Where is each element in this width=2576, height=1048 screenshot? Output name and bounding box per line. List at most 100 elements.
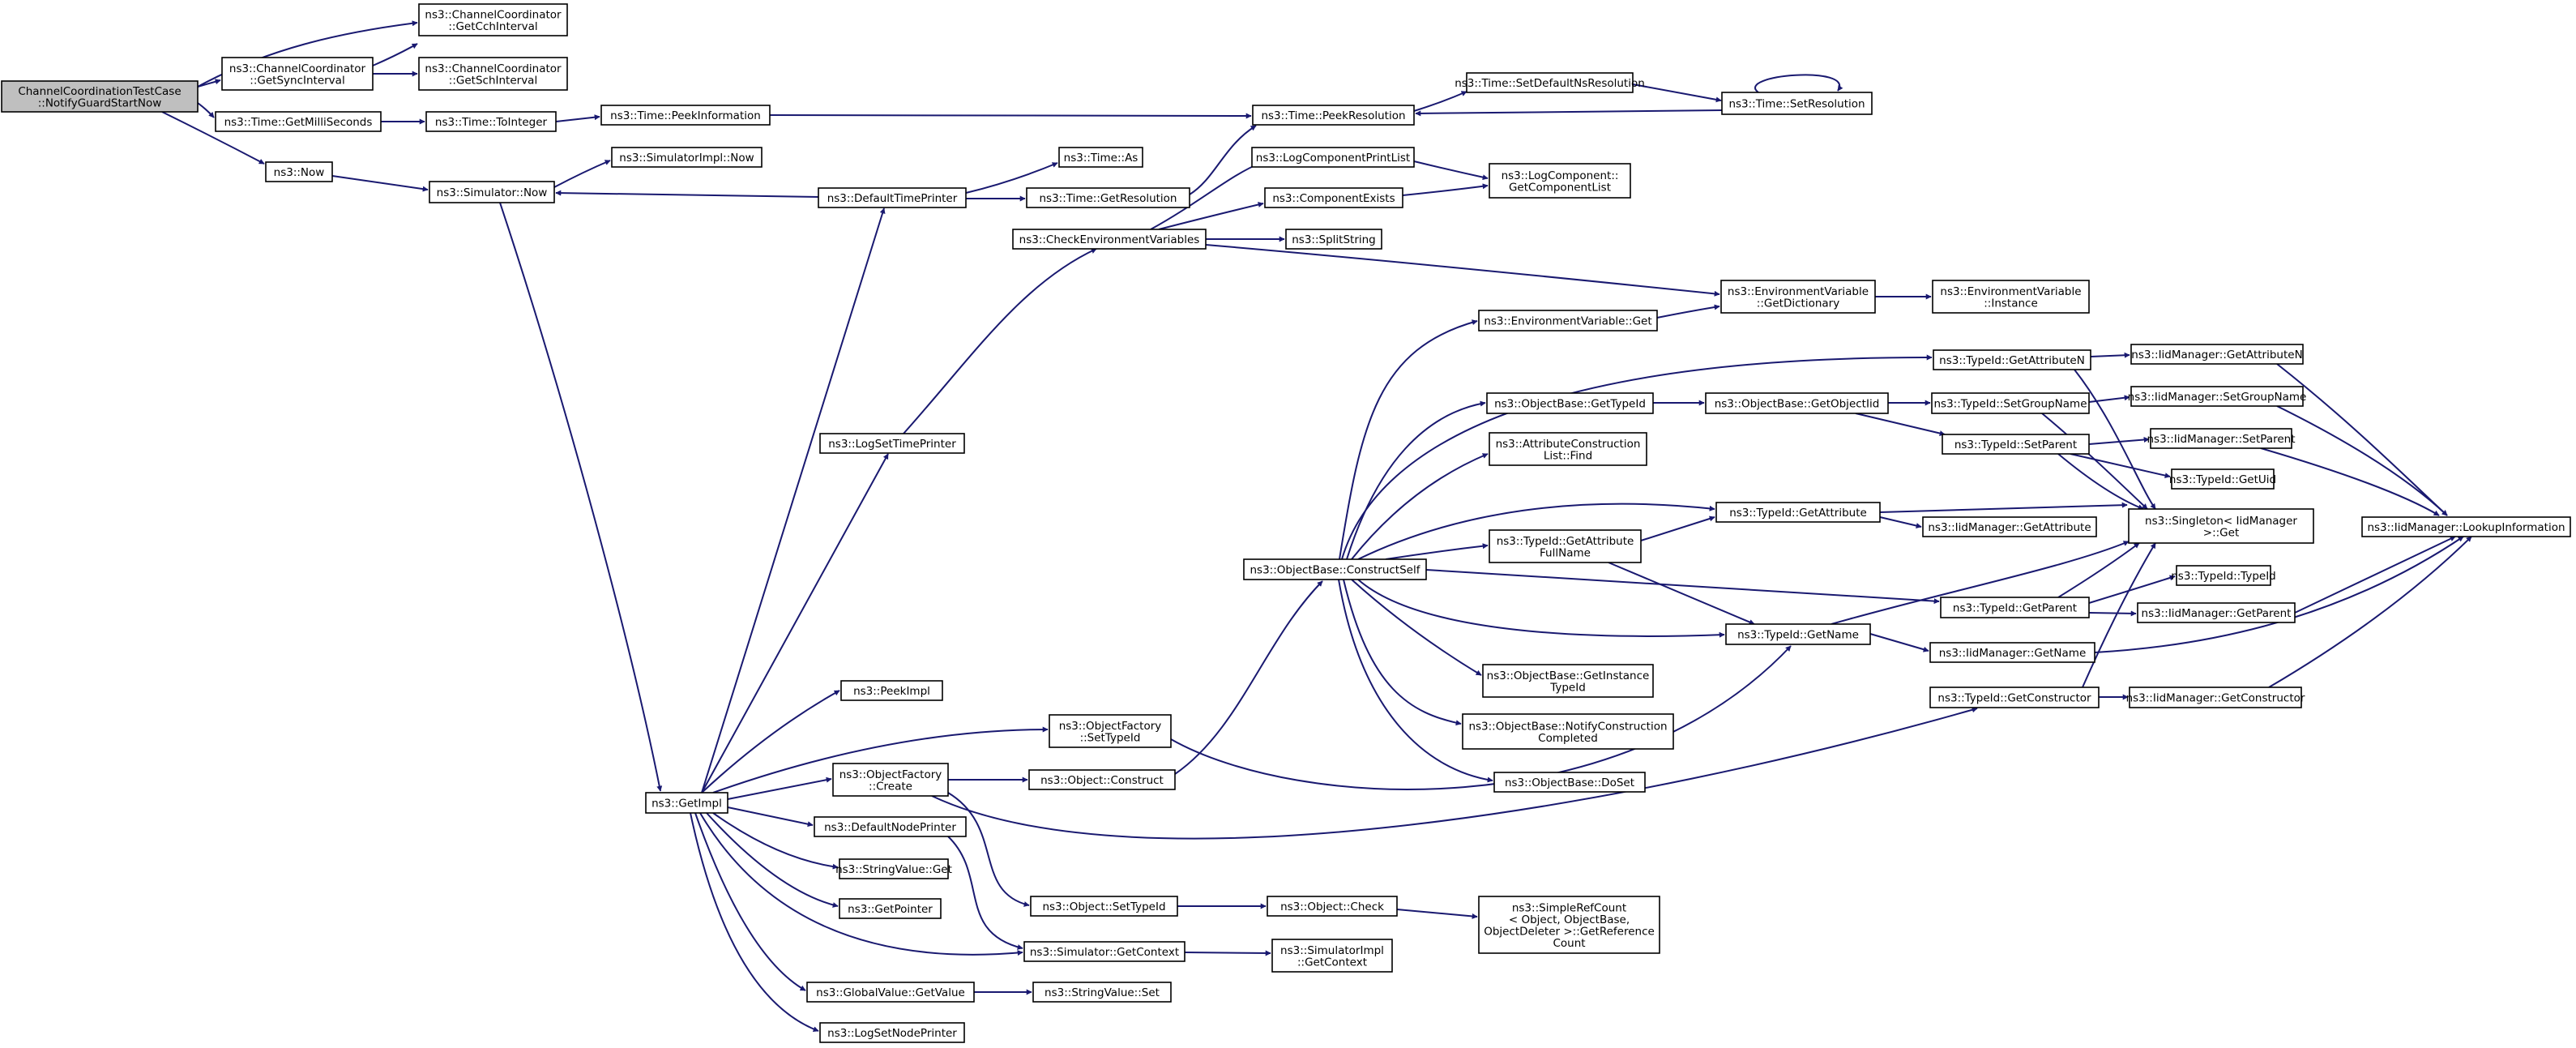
node-gvgetval[interactable]: ns3::GlobalValue::GetValue bbox=[806, 982, 975, 1003]
node-label: ::NotifyGuardStartNow bbox=[38, 96, 162, 109]
node-label: ::GetSyncInterval bbox=[250, 74, 344, 87]
node-tidgetattr[interactable]: ns3::TypeId::GetAttribute bbox=[1715, 502, 1881, 523]
node-getsch[interactable]: ns3::ChannelCoordinator::GetSchInterval bbox=[418, 57, 568, 91]
node-iidsetgroup[interactable]: ns3::IidManager::SetGroupName bbox=[2128, 386, 2307, 407]
node-splitstr[interactable]: ns3::SplitString bbox=[1285, 229, 1382, 250]
node-label: ns3::Time::ToInteger bbox=[435, 116, 548, 129]
node-now[interactable]: ns3::Now bbox=[265, 161, 333, 182]
node-compexists[interactable]: ns3::ComponentExists bbox=[1264, 187, 1403, 208]
node-getcch[interactable]: ns3::ChannelCoordinator::GetCchInterval bbox=[418, 3, 568, 36]
node-lookup[interactable]: ns3::IidManager::LookupInformation bbox=[2361, 516, 2571, 537]
node-svset[interactable]: ns3::StringValue::Set bbox=[1032, 982, 1172, 1003]
node-setdefres[interactable]: ns3::Time::SetDefaultNsResolution bbox=[1455, 72, 1645, 93]
node-singleton[interactable]: ns3::Singleton< IidManager>::Get bbox=[2128, 508, 2314, 544]
node-obgettid[interactable]: ns3::ObjectBase::GetTypeId bbox=[1486, 392, 1654, 414]
node-lcgetlist[interactable]: ns3::LogComponent::GetComponentList bbox=[1489, 163, 1631, 199]
node-obdoset[interactable]: ns3::ObjectBase::DoSet bbox=[1493, 772, 1646, 793]
node-objcheck[interactable]: ns3::Object::Check bbox=[1267, 896, 1398, 917]
node-tidgetparent[interactable]: ns3::TypeId::GetParent bbox=[1940, 597, 2090, 618]
node-box bbox=[1933, 349, 2091, 370]
node-iidgetctor[interactable]: ns3::IidManager::GetConstructor bbox=[2126, 687, 2305, 708]
node-svget[interactable]: ns3::StringValue::Get bbox=[835, 858, 952, 879]
node-label: >::Get bbox=[2203, 526, 2239, 539]
call-edges bbox=[161, 20, 2472, 1033]
node-logsetnp[interactable]: ns3::LogSetNodePrinter bbox=[819, 1022, 965, 1043]
node-label: ns3::LogSetTimePrinter bbox=[828, 438, 956, 451]
node-box bbox=[1012, 229, 1207, 250]
node-peekinfo[interactable]: ns3::Time::PeekInformation bbox=[600, 105, 771, 126]
node-label: ns3::LogSetNodePrinter bbox=[827, 1027, 957, 1040]
node-getimpl[interactable]: ns3::GetImpl bbox=[645, 792, 728, 814]
node-box bbox=[818, 187, 967, 208]
node-tidgetattrn[interactable]: ns3::TypeId::GetAttributeN bbox=[1933, 349, 2091, 370]
call-edge bbox=[903, 248, 1097, 434]
node-tidgetname[interactable]: ns3::TypeId::GetName bbox=[1725, 623, 1871, 645]
node-toint[interactable]: ns3::Time::ToInteger bbox=[425, 111, 557, 132]
node-ofsettid[interactable]: ns3::ObjectFactory::SetTypeId bbox=[1049, 714, 1172, 748]
node-logsettp[interactable]: ns3::LogSetTimePrinter bbox=[819, 433, 965, 454]
node-objconstruct[interactable]: ns3::Object::Construct bbox=[1028, 769, 1176, 790]
node-getpointer[interactable]: ns3::GetPointer bbox=[839, 898, 942, 919]
node-box bbox=[1715, 502, 1881, 523]
node-root[interactable]: ChannelCoordinationTestCase::NotifyGuard… bbox=[1, 80, 199, 113]
node-simimplctx[interactable]: ns3::SimulatorImpl::GetContext bbox=[1271, 939, 1393, 973]
node-label: GetComponentList bbox=[1509, 181, 1611, 194]
node-envinst[interactable]: ns3::EnvironmentVariable::Instance bbox=[1932, 280, 2090, 314]
node-obnotify[interactable]: ns3::ObjectBase::NotifyConstructionCompl… bbox=[1462, 713, 1674, 750]
node-label: ns3::SplitString bbox=[1292, 233, 1376, 246]
node-box bbox=[611, 147, 763, 168]
node-simnow[interactable]: ns3::Simulator::Now bbox=[429, 181, 555, 203]
node-obgetoid[interactable]: ns3::ObjectBase::GetObjectIid bbox=[1705, 392, 1889, 414]
node-tidtid[interactable]: ns3::TypeId::TypeId bbox=[2171, 565, 2276, 586]
node-label: ns3::TypeId::TypeId bbox=[2171, 570, 2276, 583]
node-getms[interactable]: ns3::Time::GetMilliSeconds bbox=[215, 111, 382, 132]
node-getres[interactable]: ns3::Time::GetResolution bbox=[1026, 187, 1190, 208]
node-simgetctx[interactable]: ns3::Simulator::GetContext bbox=[1023, 941, 1185, 962]
call-edge bbox=[1425, 569, 1940, 605]
node-envget[interactable]: ns3::EnvironmentVariable::Get bbox=[1478, 310, 1658, 332]
node-label: ns3::ObjectBase::NotifyConstruction bbox=[1468, 720, 1667, 733]
node-tidsetparent[interactable]: ns3::TypeId::SetParent bbox=[1942, 434, 2090, 455]
node-tidgetctor[interactable]: ns3::TypeId::GetConstructor bbox=[1929, 687, 2100, 708]
call-edge bbox=[1656, 304, 1720, 319]
node-label: Completed bbox=[1538, 732, 1598, 745]
node-lcpl[interactable]: ns3::LogComponentPrintList bbox=[1251, 147, 1415, 168]
node-label: ns3::SimulatorImpl bbox=[1280, 944, 1384, 957]
node-box bbox=[429, 181, 555, 203]
node-iidgetname[interactable]: ns3::IidManager::GetName bbox=[1929, 642, 2095, 663]
node-defnp[interactable]: ns3::DefaultNodePrinter bbox=[814, 816, 967, 837]
node-checkenv[interactable]: ns3::CheckEnvironmentVariables bbox=[1012, 229, 1207, 250]
node-tidgetuid[interactable]: ns3::TypeId::GetUid bbox=[2169, 468, 2276, 490]
node-obconstruct[interactable]: ns3::ObjectBase::ConstructSelf bbox=[1243, 558, 1427, 580]
node-box bbox=[814, 816, 967, 837]
node-label: ns3::SimulatorImpl::Now bbox=[619, 152, 754, 165]
node-box bbox=[418, 57, 568, 91]
node-envgetdict[interactable]: ns3::EnvironmentVariable::GetDictionary bbox=[1720, 280, 1876, 314]
node-tidsetgroup[interactable]: ns3::TypeId::SetGroupName bbox=[1931, 392, 2090, 414]
node-simimplnow[interactable]: ns3::SimulatorImpl::Now bbox=[611, 147, 763, 168]
node-label: ns3::EnvironmentVariable::Get bbox=[1484, 315, 1651, 328]
node-deftp[interactable]: ns3::DefaultTimePrinter bbox=[818, 187, 967, 208]
node-setres[interactable]: ns3::Time::SetResolution bbox=[1721, 92, 1873, 115]
node-iidsetparent[interactable]: ns3::IidManager::SetParent bbox=[2147, 428, 2296, 449]
node-objsettid[interactable]: ns3::Object::SetTypeId bbox=[1030, 896, 1178, 917]
node-label: ns3::TypeId::GetParent bbox=[1953, 602, 2077, 615]
node-peekres[interactable]: ns3::Time::PeekResolution bbox=[1252, 105, 1415, 126]
node-iidgetparent[interactable]: ns3::IidManager::GetParent bbox=[2137, 602, 2296, 623]
node-iidgetattrn[interactable]: ns3::IidManager::GetAttributeN bbox=[2130, 344, 2304, 365]
node-ofcreate[interactable]: ns3::ObjectFactory::Create bbox=[832, 763, 949, 797]
node-getsync[interactable]: ns3::ChannelCoordinator::GetSyncInterval bbox=[221, 57, 374, 91]
node-label: ns3::DefaultTimePrinter bbox=[827, 192, 958, 205]
node-peekimpl[interactable]: ns3::PeekImpl bbox=[840, 680, 943, 701]
node-label: ns3::Object::SetTypeId bbox=[1042, 900, 1165, 913]
node-box bbox=[1058, 147, 1143, 168]
node-label: < Object, ObjectBase, bbox=[1509, 913, 1630, 926]
call-edge bbox=[727, 776, 832, 800]
node-timeas[interactable]: ns3::Time::As bbox=[1058, 147, 1143, 168]
call-edge bbox=[931, 707, 1978, 840]
node-simplerc[interactable]: ns3::SimpleRefCount< Object, ObjectBase,… bbox=[1478, 896, 1660, 954]
node-iidgetattr[interactable]: ns3::IidManager::GetAttribute bbox=[1922, 516, 2097, 537]
